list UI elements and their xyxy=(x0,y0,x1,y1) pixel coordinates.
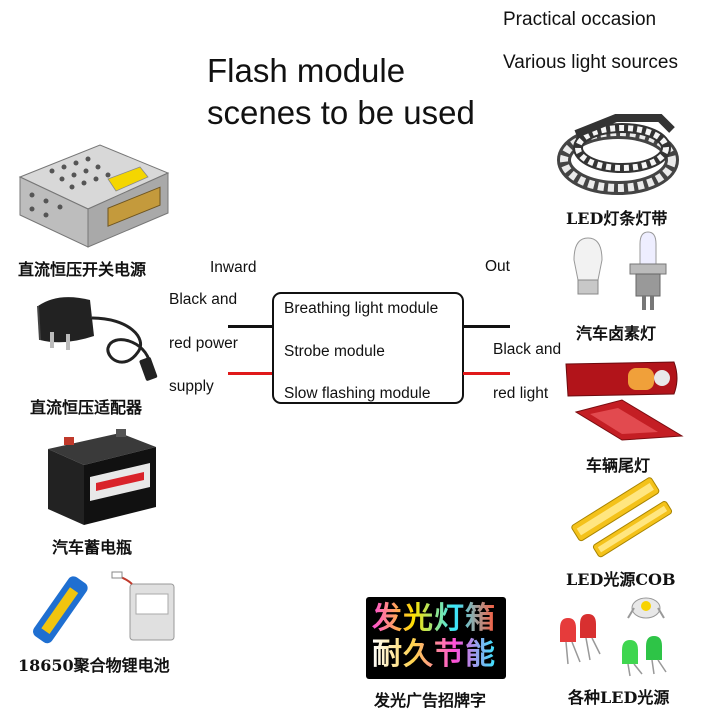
caption-car-battery: 汽车蓄电瓶 xyxy=(52,538,133,557)
halogen-bulb-icon xyxy=(573,231,667,310)
sign-line2: 耐久节能 xyxy=(372,637,496,672)
lithium-battery-icon xyxy=(33,571,175,644)
cob-led-icon xyxy=(571,477,673,558)
switching-power-supply-icon xyxy=(18,144,170,248)
header-light-sources: Various light sources xyxy=(503,52,678,73)
power-adapter-icon xyxy=(37,297,158,381)
led-strip-icon xyxy=(557,114,679,195)
output-line1: Black and xyxy=(493,341,562,358)
header-practical-occasion: Practical occasion xyxy=(503,9,657,30)
tail-light-icon xyxy=(565,361,684,441)
caption-signboard: 发光广告招牌字 xyxy=(374,691,487,710)
caption-switching-power-supply: 直流恒压开关电源 xyxy=(18,260,147,279)
input-heading: Inward xyxy=(210,259,257,276)
lightbox-sign-icon: 发光灯箱 耐久节能 xyxy=(366,597,506,679)
caption-led-diodes: 各种LED光源 xyxy=(568,688,670,707)
title-line1: Flash module xyxy=(207,52,406,89)
input-line2: red power xyxy=(169,335,238,352)
input-line1: Black and xyxy=(169,291,238,308)
caption-lithium-battery: 18650聚合物锂电池 xyxy=(18,656,170,675)
caption-cob-led: LED光源COB xyxy=(566,570,676,589)
sign-line1: 发光灯箱 xyxy=(372,601,496,636)
car-battery-icon xyxy=(48,429,156,525)
input-red-wire xyxy=(228,372,273,375)
caption-tail-light: 车辆尾灯 xyxy=(586,456,651,475)
caption-led-strip: LED灯条灯带 xyxy=(566,209,668,228)
module-strobe: Strobe module xyxy=(284,343,385,360)
title-line2: scenes to be used xyxy=(207,94,475,131)
caption-power-adapter: 直流恒压适配器 xyxy=(30,398,143,417)
module-slow-flashing: Slow flashing module xyxy=(284,385,431,402)
output-red-wire xyxy=(463,372,510,375)
output-black-wire xyxy=(463,325,510,328)
output-line2: red light xyxy=(493,385,549,402)
module-breathing: Breathing light module xyxy=(284,300,439,317)
flash-module-box xyxy=(272,292,464,404)
output-heading: Out xyxy=(485,258,510,275)
led-diodes-icon xyxy=(560,597,667,677)
caption-halogen-bulb: 汽车卤素灯 xyxy=(576,324,657,343)
page-title: Flash module scenes to be used xyxy=(207,50,475,134)
input-line3: supply xyxy=(169,378,214,395)
input-black-wire xyxy=(228,325,273,328)
